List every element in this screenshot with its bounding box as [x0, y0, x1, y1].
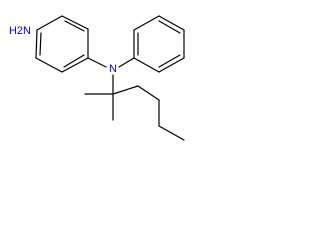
bond [112, 85, 139, 95]
double-bond-inner [158, 20, 181, 34]
structure-diagram: H2N N [9, 15, 185, 141]
bond [137, 85, 160, 101]
bond [36, 15, 63, 31]
double-bond-inner [39, 32, 42, 56]
double-bond-inner [64, 20, 85, 32]
bond [158, 15, 185, 31]
double-bond-inner [63, 54, 85, 68]
bond [118, 57, 135, 68]
double-bond-inner [158, 54, 181, 68]
bond [158, 57, 185, 73]
bond [35, 29, 38, 59]
bond [87, 57, 107, 68]
bond [35, 57, 63, 73]
bond [133, 57, 160, 73]
tertiary-nitrogen-label: N [109, 63, 117, 75]
amine-nitrogen-label: H2N [9, 25, 31, 37]
bonds [35, 15, 185, 141]
bond [61, 57, 89, 73]
bond [61, 15, 89, 30]
bond [158, 125, 185, 141]
bond [133, 15, 160, 31]
atom-labels: H2N N [9, 25, 117, 75]
